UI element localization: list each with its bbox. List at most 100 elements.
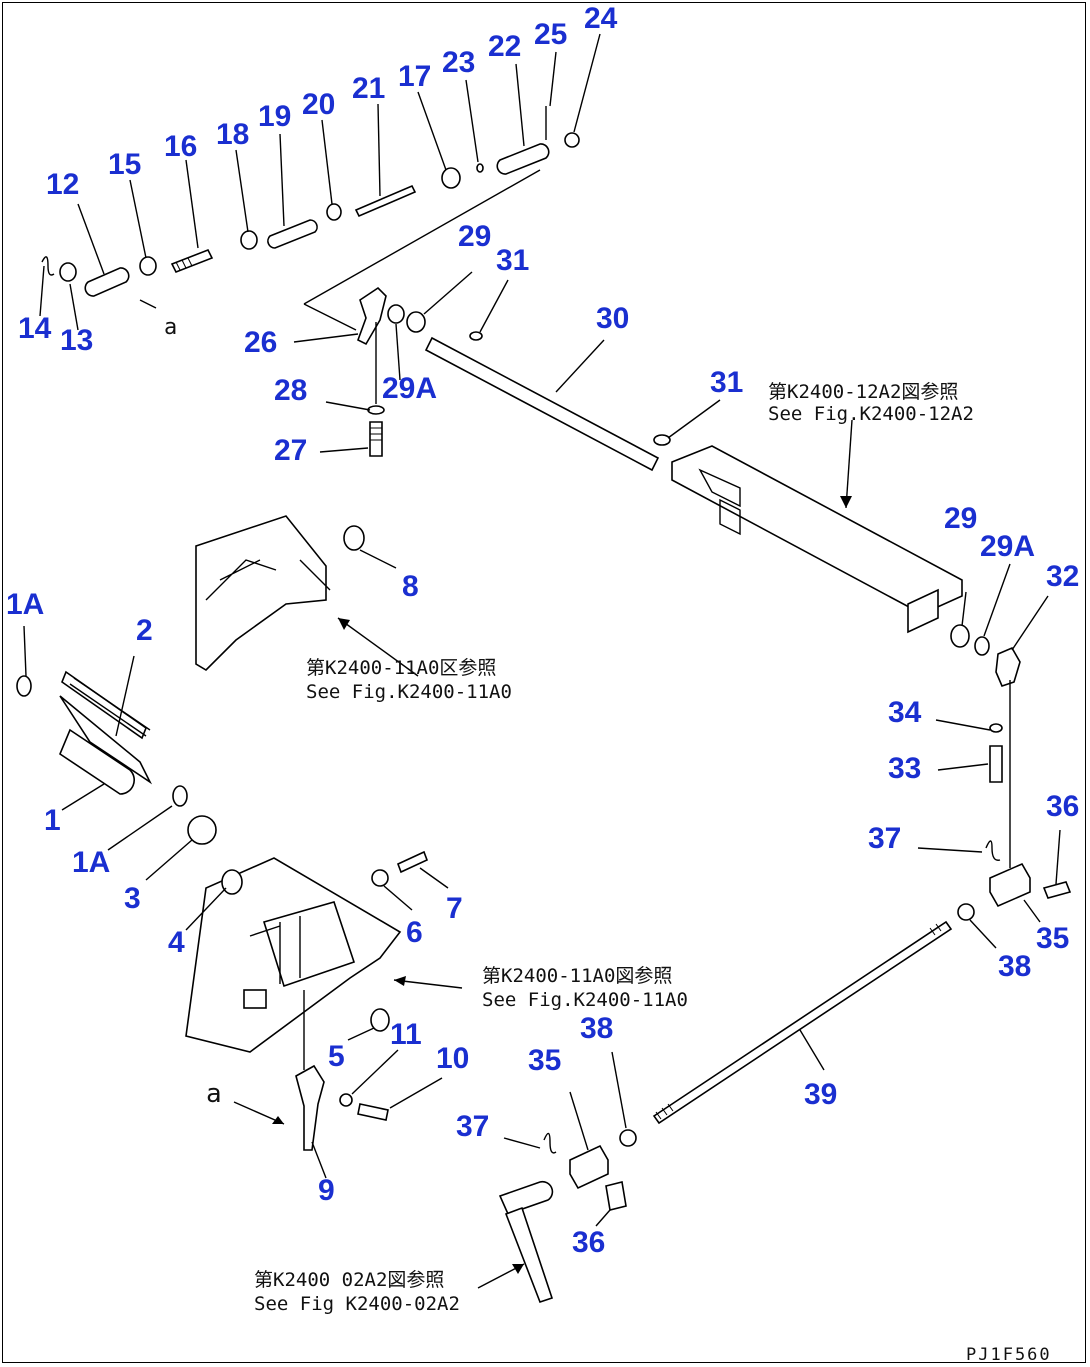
washer-11 [339, 1093, 353, 1107]
yoke-12 [84, 267, 130, 297]
washer-3 [187, 815, 217, 845]
pin-31-top [469, 331, 483, 341]
bottom-yoke-assembly [477, 1051, 637, 1304]
bracket-11A0-upper [195, 515, 419, 677]
pin-36-right [1042, 881, 1072, 899]
upper-leader-lines [39, 33, 601, 331]
yoke-35-right [989, 862, 1031, 908]
callout-1A-top: 1A [6, 588, 44, 621]
shaft-30 [424, 336, 660, 472]
callout-11: 11 [390, 1018, 422, 1051]
ref-12a2-jp: 第K2400-12A2図参照 [768, 381, 958, 403]
pin-23 [476, 163, 484, 173]
rod-39 [652, 920, 953, 1125]
callout-22: 22 [488, 30, 521, 63]
callout-28: 28 [274, 374, 307, 407]
callout-8: 8 [402, 570, 419, 603]
yoke-35-bottom [569, 1144, 609, 1190]
callout-33: 33 [888, 752, 921, 785]
marker-a-lower: a [206, 1079, 222, 1109]
pedal-arm [504, 1206, 554, 1304]
rod-21 [354, 184, 417, 218]
callout-10: 10 [436, 1042, 469, 1075]
cross-shaft-assembly [424, 279, 721, 472]
callout-29A-right: 29A [980, 530, 1035, 563]
callout-3: 3 [124, 882, 141, 915]
nut-17 [441, 167, 461, 189]
callout-39: 39 [804, 1078, 837, 1111]
callout-34: 34 [888, 696, 922, 729]
frame-bracket-12A2 [671, 419, 963, 634]
callout-4: 4 [168, 926, 185, 959]
bushing-29-left [406, 311, 426, 333]
joint-1A-bottom [172, 785, 188, 807]
right-yoke-assembly [917, 829, 1072, 949]
rod-thread-16 [175, 257, 193, 271]
bushing-4 [221, 869, 243, 895]
ref-12a2-en: See Fig.K2400-12A2 [768, 403, 974, 425]
bolt-33 [989, 745, 1003, 783]
lever-9 [295, 1064, 325, 1151]
nut-38-right [957, 903, 975, 921]
callout-12: 12 [46, 168, 79, 201]
ref-11a0-lower-en: See Fig.K2400-11A0 [482, 989, 688, 1011]
callout-30: 30 [596, 302, 629, 335]
bolt-10 [357, 1103, 389, 1121]
nut-20 [326, 203, 342, 221]
callout-5: 5 [328, 1040, 345, 1073]
pin-36-bottom [605, 1181, 627, 1211]
rod-39-group [652, 920, 953, 1125]
reference-notes: 第K2400-12A2図参照 See Fig.K2400-12A2 第K2400… [254, 381, 974, 1315]
upper-linkage-parts [41, 106, 580, 309]
drawing-code: PJ1F560 [966, 1345, 1052, 1365]
bushing-29-right [950, 624, 970, 648]
bracket-11A0-lower [185, 850, 463, 1053]
callout-9: 9 [318, 1174, 335, 1207]
yoke-22 [496, 143, 550, 175]
bracket-shape-upper [195, 515, 327, 672]
arrow-a-upper [139, 299, 157, 309]
callout-23: 23 [442, 46, 475, 79]
callout-14: 14 [18, 312, 52, 345]
bushing-5 [370, 1008, 390, 1032]
callout-35-bottom: 35 [528, 1044, 561, 1077]
callout-19: 19 [258, 100, 291, 133]
washer-29A-left [387, 304, 405, 324]
callout-18: 18 [216, 118, 249, 151]
callout-31-mid: 31 [710, 366, 743, 399]
bolt-27 [369, 421, 383, 457]
callout-21: 21 [352, 72, 385, 105]
nut-38-bottom [619, 1129, 637, 1147]
ref-11a0-lower-jp: 第K2400-11A0図参照 [482, 965, 672, 987]
washer-6 [371, 869, 389, 887]
callout-38-bottom: 38 [580, 1012, 613, 1045]
washer-34 [989, 723, 1003, 733]
ref-11a0-upper-jp: 第K2400-11A0区参照 [306, 657, 496, 679]
ref-02a2-en: See Fig K2400-02A2 [254, 1293, 460, 1315]
lower-lever-assembly [233, 990, 443, 1179]
callout-29-right: 29 [944, 502, 977, 535]
pedal-arm-boss [498, 1180, 554, 1215]
cylinder-1 [59, 728, 135, 795]
ref-02a2-jp: 第K2400 02A2図参照 [254, 1269, 444, 1291]
bushing-8 [343, 525, 365, 551]
nut-18 [240, 230, 258, 250]
rod-end-16 [170, 248, 214, 274]
callout-15: 15 [108, 148, 141, 181]
callout-27: 27 [274, 434, 307, 467]
turnbuckle-19 [267, 219, 318, 249]
nut-15 [139, 256, 157, 276]
washer-28 [367, 405, 385, 415]
ref-11a0-upper-en: See Fig.K2400-11A0 [306, 681, 512, 703]
callout-1: 1 [44, 804, 61, 837]
callout-29A-left: 29A [382, 372, 437, 405]
nut-13 [59, 262, 77, 282]
marker-a-upper: a [164, 315, 177, 340]
callout-2: 2 [136, 614, 153, 647]
callout-32: 32 [1046, 560, 1079, 593]
pin-24 [564, 132, 580, 148]
pedal-assembly [16, 625, 217, 881]
